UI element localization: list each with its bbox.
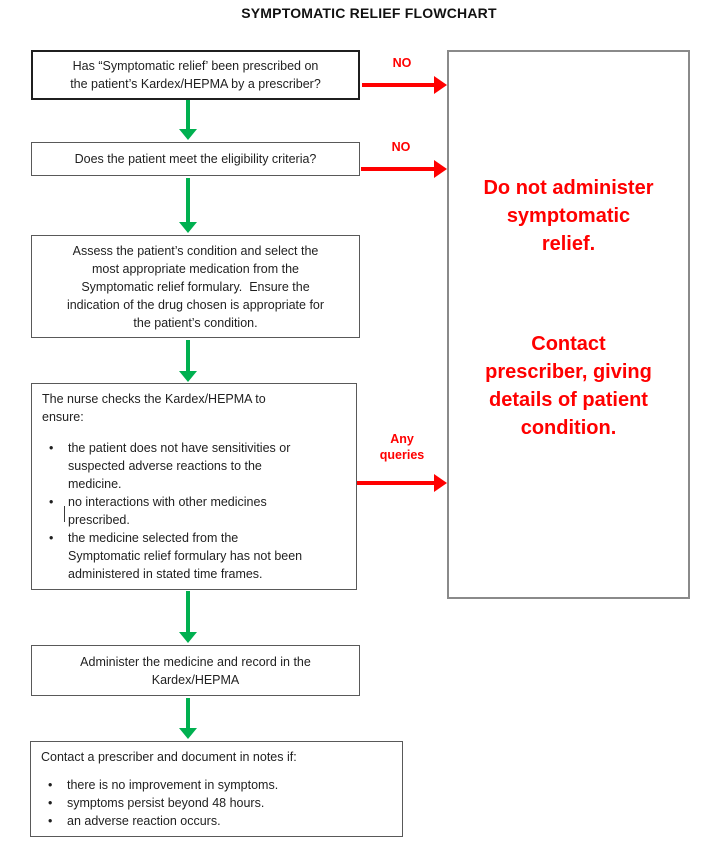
red-right-arrow-no-middle-icon [361, 160, 447, 178]
step-text: Has “Symptomatic relief’ been prescribed… [70, 59, 321, 91]
list-item: there is no improvement in symptoms. [41, 776, 392, 794]
any-queries-label: Any queries [379, 432, 425, 462]
green-down-arrow-step2-to-step3-icon [179, 178, 197, 233]
list-item: an adverse reaction occurs. [41, 812, 392, 830]
green-down-arrow-step1-to-step2-icon [179, 100, 197, 140]
green-down-arrow-step3-to-step4-icon [179, 340, 197, 382]
list-item: symptoms persist beyond 48 hours. [41, 794, 392, 812]
no-label-top: NO [392, 56, 412, 70]
green-down-arrow-step4-to-step5-icon [179, 591, 197, 643]
list-item: the medicine selected from the Symptomat… [42, 529, 346, 583]
step-box-eligibility-question: Does the patient meet the eligibility cr… [31, 142, 360, 176]
page-title: SYMPTOMATIC RELIEF FLOWCHART [241, 5, 497, 21]
step-text: Does the patient meet the eligibility cr… [74, 152, 317, 166]
text-cursor-artifact [64, 506, 65, 522]
step-intro-text: The nurse checks the Kardex/HEPMA to ens… [42, 392, 266, 424]
step-box-prescribed-question: Has “Symptomatic relief’ been prescribed… [31, 50, 360, 100]
step-box-contact-prescriber: Contact a prescriber and document in not… [30, 741, 403, 837]
no-label-middle: NO [391, 140, 411, 154]
step-box-assess-condition: Assess the patient’s condition and selec… [31, 235, 360, 338]
list-item: the patient does not have sensitivities … [42, 439, 346, 493]
outcome-message-contact-prescriber: Contact prescriber, giving details of pa… [485, 333, 652, 439]
step-box-nurse-checks: The nurse checks the Kardex/HEPMA to ens… [31, 383, 357, 590]
contact-bullet-list: there is no improvement in symptoms. sym… [41, 776, 392, 830]
step-box-administer: Administer the medicine and record in th… [31, 645, 360, 696]
step-text: Assess the patient’s condition and selec… [66, 243, 325, 330]
checks-bullet-list: the patient does not have sensitivities … [42, 439, 346, 583]
green-down-arrow-step5-to-step6-icon [179, 698, 197, 739]
red-right-arrow-any-queries-icon [357, 474, 447, 492]
red-right-arrow-no-top-icon [362, 76, 447, 94]
outcome-message-do-not-administer: Do not administer symptomatic relief. [483, 177, 654, 255]
step-text: Administer the medicine and record in th… [80, 654, 311, 687]
list-item: no interactions with other medicines pre… [42, 493, 346, 529]
outcome-box-do-not-administer: Do not administer symptomatic relief. Co… [447, 50, 690, 599]
step-intro-text: Contact a prescriber and document in not… [41, 750, 297, 764]
